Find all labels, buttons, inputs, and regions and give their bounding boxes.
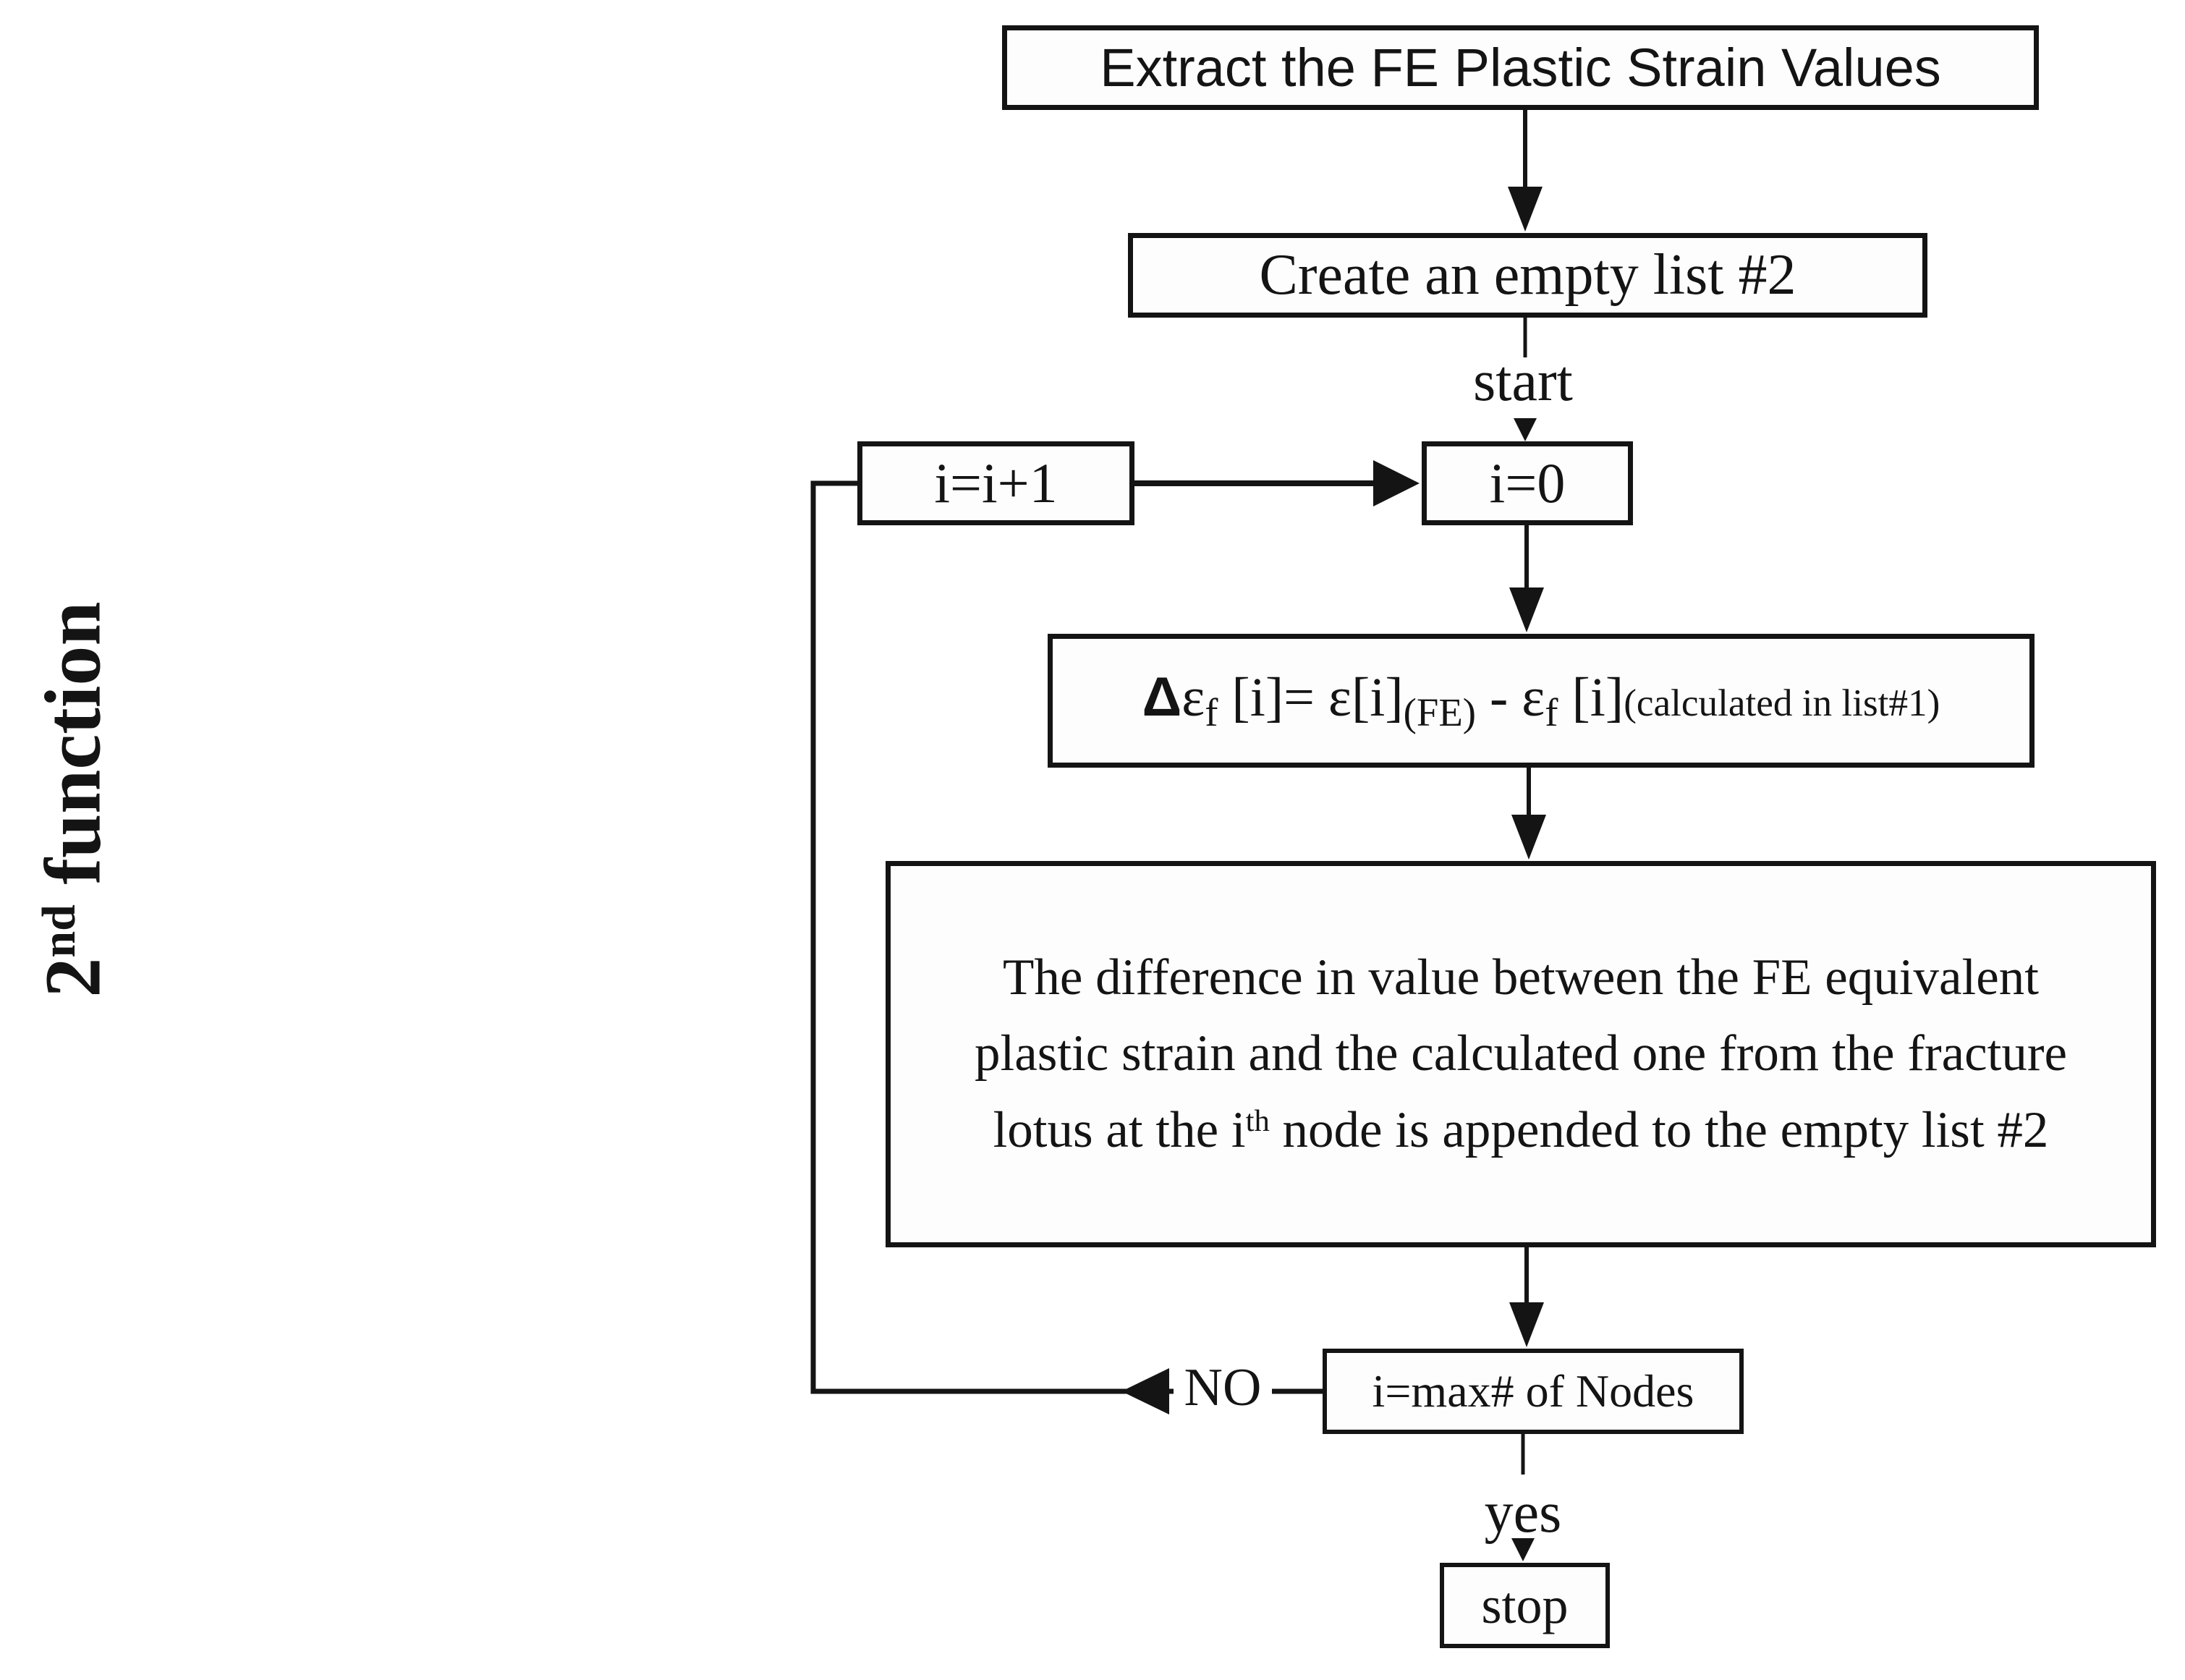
arrowhead-init-to-formula	[1509, 587, 1544, 632]
node-formula: Δεf [i]= ε[i](FE) - εf [i](calculated in…	[1048, 634, 2035, 768]
formula-seg1: [i]=	[1218, 667, 1329, 729]
formula-sub-f2: f	[1545, 690, 1558, 735]
formula-expression: Δεf [i]= ε[i](FE) - εf [i](calculated in…	[1142, 666, 1940, 735]
node-extract-label: Extract the FE Plastic Strain Values	[1100, 38, 1941, 98]
node-description: The difference in value between the FE e…	[886, 861, 2156, 1247]
side-caption-base: 2	[28, 957, 117, 998]
side-caption: 2nd function	[12, 561, 116, 1038]
node-stop: stop	[1440, 1563, 1610, 1648]
formula-eps1: ε	[1181, 667, 1205, 729]
formula-eps3: ε	[1522, 667, 1545, 729]
description-line-3a: lotus at the i	[993, 1101, 1246, 1158]
arrowhead-no-loop	[1121, 1368, 1169, 1414]
node-condition-label: i=max# of Nodes	[1372, 1365, 1694, 1417]
arrowhead-increment-to-init	[1373, 460, 1420, 506]
formula-minus: -	[1475, 667, 1522, 729]
formula-delta: Δ	[1142, 666, 1182, 729]
start-label-text: start	[1473, 349, 1573, 413]
formula-seg4: [i]	[1558, 667, 1624, 729]
formula-eps2: ε	[1328, 667, 1352, 729]
node-create-empty-list: Create an empty list #2	[1128, 233, 1927, 318]
node-increment-label: i=i+1	[934, 451, 1058, 514]
side-caption-superscript: nd	[33, 904, 85, 958]
description-line-1: The difference in value between the FE e…	[1003, 949, 2039, 1006]
description-line-3: lotus at the ith node is appended to the…	[993, 1093, 2049, 1168]
description-line-3b: node is appended to the empty list #2	[1269, 1101, 2049, 1158]
description-line-2: plastic strain and the calculated one fr…	[974, 1025, 2068, 1082]
node-init-label: i=0	[1489, 451, 1566, 514]
no-branch-label: NO	[1174, 1357, 1272, 1419]
formula-sub-f1: f	[1205, 690, 1218, 735]
node-increment: i=i+1	[857, 441, 1134, 525]
arrowhead-start-to-init	[1514, 418, 1537, 441]
arrowhead-extract-to-create	[1508, 187, 1543, 232]
start-label: start	[1414, 349, 1632, 415]
formula-sub-fe: (FE)	[1403, 690, 1476, 735]
description-line-3-superscript: th	[1245, 1103, 1270, 1138]
side-caption-rest: function	[28, 601, 117, 905]
no-branch-text: NO	[1184, 1358, 1262, 1417]
yes-branch-text: yes	[1484, 1481, 1562, 1545]
node-create-label: Create an empty list #2	[1259, 243, 1796, 307]
arrowhead-formula-to-description	[1511, 815, 1546, 860]
formula-seg2: [i]	[1351, 667, 1404, 729]
node-extract-fe-values: Extract the FE Plastic Strain Values	[1002, 25, 2039, 110]
node-init: i=0	[1422, 441, 1633, 525]
formula-note: (calculated in list#1)	[1624, 682, 1940, 725]
arrowhead-description-to-condition	[1509, 1302, 1544, 1347]
node-stop-label: stop	[1481, 1576, 1569, 1634]
yes-branch-label: yes	[1436, 1480, 1610, 1546]
node-condition-max-nodes: i=max# of Nodes	[1323, 1349, 1744, 1434]
